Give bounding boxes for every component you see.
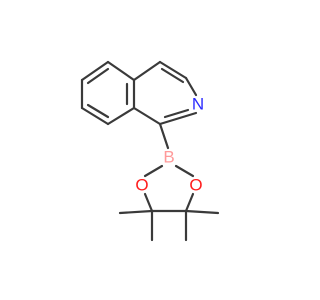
bond <box>174 164 195 178</box>
double-bond-inner <box>163 108 190 119</box>
double-bond-inner <box>86 67 110 85</box>
bond <box>80 60 110 82</box>
bond <box>143 192 154 213</box>
bond <box>106 60 136 82</box>
double-bond-inner <box>160 67 185 84</box>
bond <box>184 192 195 213</box>
structure-svg: N B O O <box>80 60 220 242</box>
methyl-bond <box>184 209 220 215</box>
bond <box>158 60 188 80</box>
oxygen-atom-label: O <box>189 176 202 195</box>
bond <box>132 60 162 82</box>
bond <box>184 76 198 97</box>
boron-atom-label: B <box>163 148 174 167</box>
methyl-bond <box>118 209 154 215</box>
bond <box>106 106 136 126</box>
bond <box>158 111 198 126</box>
bond <box>132 106 162 126</box>
oxygen-atom-label: O <box>135 176 148 195</box>
double-bond-inner <box>86 103 110 119</box>
bond <box>158 122 170 150</box>
molecule-diagram: N B O O <box>80 60 220 242</box>
bond <box>143 164 164 178</box>
bond <box>80 106 110 126</box>
nitrogen-atom-label: N <box>192 95 204 114</box>
